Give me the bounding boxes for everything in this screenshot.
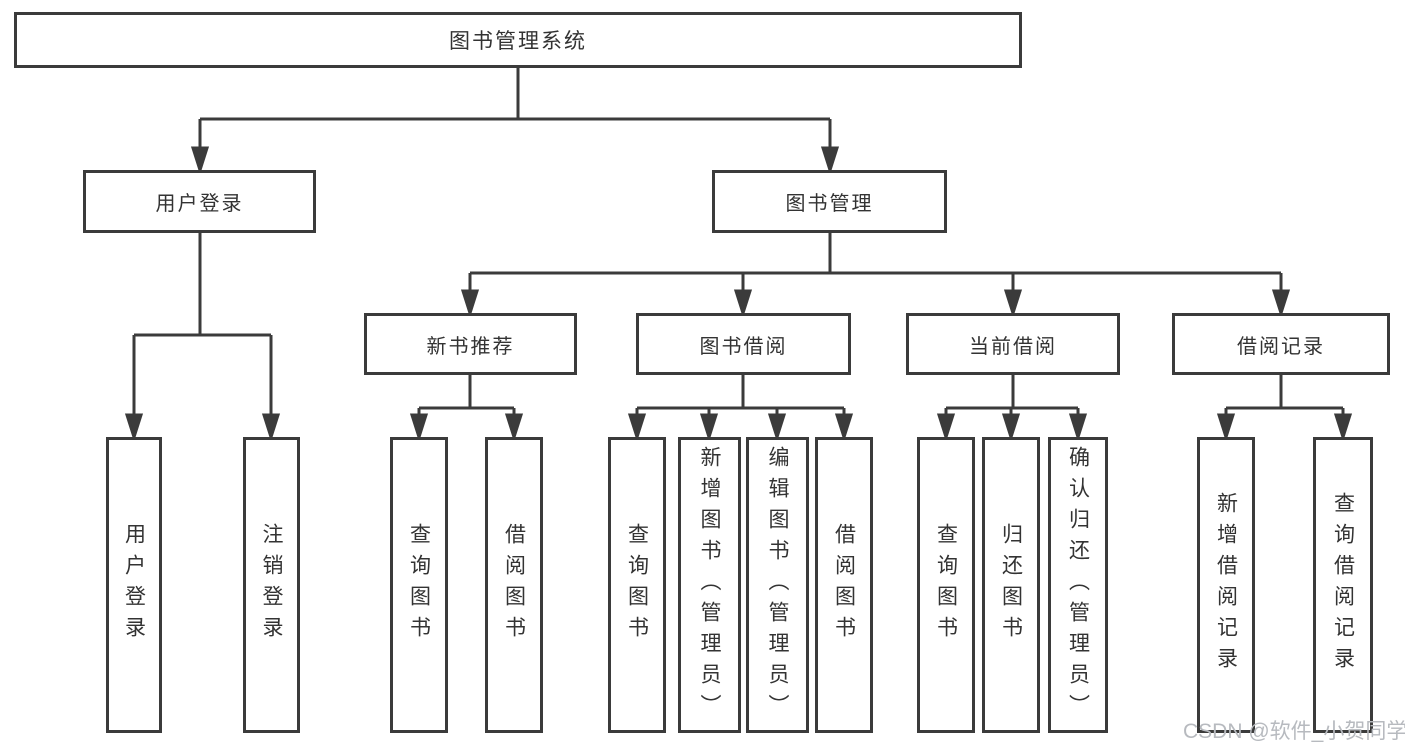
node-root-label: 图书管理系统 — [449, 30, 587, 53]
watermark: CSDN @软件_小贺同学 — [1183, 720, 1405, 743]
leaf-return-books-label: 归还图书 — [999, 523, 1023, 647]
leaf-borrow-books-recommend: 借阅图书 — [485, 437, 543, 733]
connector-user-login-children — [124, 233, 281, 442]
leaf-add-borrow-record-label: 新增借阅记录 — [1214, 492, 1238, 678]
node-user-login-label: 用户登录 — [155, 193, 244, 215]
node-borrowing-records: 借阅记录 — [1172, 313, 1390, 375]
leaf-borrow-books-label: 借阅图书 — [832, 523, 856, 647]
leaf-logout: 注销登录 — [243, 437, 300, 733]
leaf-edit-books-admin-label: 编辑图书（管理员） — [766, 445, 789, 725]
connector-book-borrowing-children — [627, 375, 854, 442]
node-new-book-recommendation-label: 新书推荐 — [426, 335, 515, 358]
leaf-search-books-recommend: 查询图书 — [390, 437, 448, 733]
leaf-borrow-books: 借阅图书 — [815, 437, 873, 733]
leaf-search-books-recommend-label: 查询图书 — [407, 523, 431, 647]
leaf-borrow-books-recommend-label: 借阅图书 — [502, 523, 526, 647]
leaf-user-login-label: 用户登录 — [122, 523, 146, 647]
leaf-confirm-return-admin: 确认归还（管理员） — [1048, 437, 1108, 733]
node-book-borrowing: 图书借阅 — [636, 313, 851, 375]
leaf-search-books-borrow: 查询图书 — [608, 437, 666, 733]
node-current-borrowing: 当前借阅 — [906, 313, 1120, 375]
node-book-borrowing-label: 图书借阅 — [699, 335, 788, 358]
node-book-management: 图书管理 — [712, 170, 947, 233]
connector-borrowing-records-children — [1216, 375, 1353, 442]
leaf-search-books-current: 查询图书 — [917, 437, 975, 733]
connector-book-management-children — [460, 233, 1291, 318]
leaf-confirm-return-admin-label: 确认归还（管理员） — [1066, 445, 1090, 725]
node-current-borrowing-label: 当前借阅 — [969, 335, 1057, 358]
leaf-user-login: 用户登录 — [106, 437, 162, 733]
node-new-book-recommendation: 新书推荐 — [364, 313, 577, 375]
leaf-search-books-current-label: 查询图书 — [934, 523, 958, 647]
node-user-login: 用户登录 — [83, 170, 316, 233]
leaf-add-borrow-record: 新增借阅记录 — [1197, 437, 1255, 733]
leaf-search-books-borrow-label: 查询图书 — [625, 523, 649, 647]
leaf-search-borrow-record-label: 查询借阅记录 — [1331, 492, 1355, 678]
leaf-return-books: 归还图书 — [982, 437, 1040, 733]
leaf-logout-label: 注销登录 — [260, 523, 283, 647]
leaf-add-books-admin-label: 新增图书（管理员） — [698, 445, 721, 725]
leaf-edit-books-admin: 编辑图书（管理员） — [746, 437, 809, 733]
node-borrowing-records-label: 借阅记录 — [1237, 335, 1325, 358]
node-book-management-label: 图书管理 — [785, 193, 874, 215]
leaf-search-borrow-record: 查询借阅记录 — [1313, 437, 1373, 733]
connector-root-to-level2 — [190, 68, 840, 175]
connector-current-borrowing-children — [936, 375, 1088, 442]
leaf-add-books-admin: 新增图书（管理员） — [678, 437, 741, 733]
node-root: 图书管理系统 — [14, 12, 1022, 68]
connector-new-book-recommendation-children — [409, 375, 524, 442]
